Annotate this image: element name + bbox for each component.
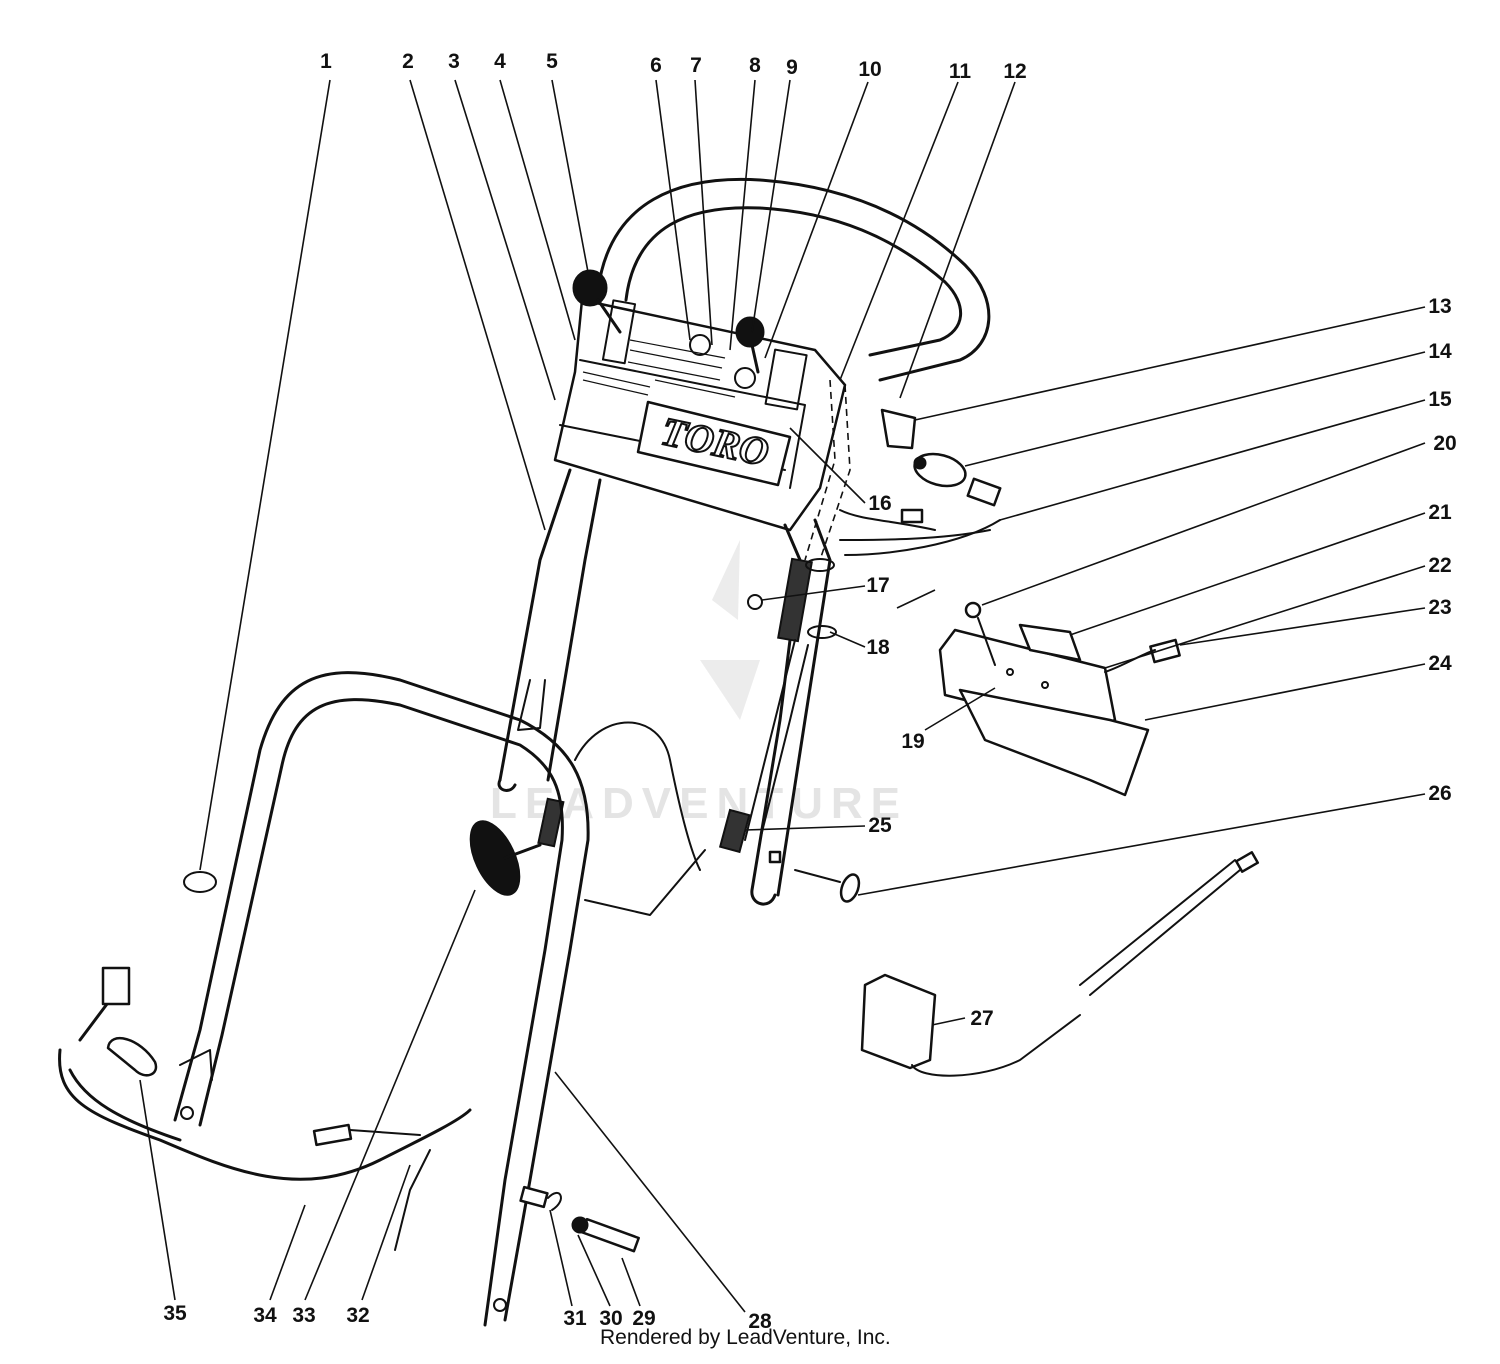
callout-numbers: 1 2 3 4 5 6 7 8 9 10 11 12 13 14 15 16 1… (163, 50, 1456, 1333)
callout-13: 13 (1428, 295, 1451, 318)
callout-33: 33 (292, 1304, 315, 1327)
callout-30: 30 (599, 1307, 622, 1330)
control-panel: TORO (553, 298, 847, 532)
choke-knob (735, 316, 765, 374)
battery-24 (958, 688, 1150, 797)
callout-16: 16 (868, 492, 891, 515)
clamp-1 (183, 871, 217, 893)
clip-35 (106, 1037, 158, 1077)
callout-10: 10 (858, 58, 881, 81)
upper-handle-loop (596, 177, 991, 382)
lower-handle-frame (497, 468, 832, 916)
callout-25: 25 (868, 814, 892, 837)
callout-18: 18 (866, 636, 890, 659)
callout-8: 8 (749, 54, 761, 77)
ties-18 (805, 558, 837, 639)
callout-32: 32 (346, 1304, 369, 1327)
callout-24: 24 (1428, 652, 1452, 675)
handle-knob (469, 820, 542, 896)
callout-6: 6 (650, 54, 662, 77)
bracket-13 (880, 408, 917, 450)
charger-27 (860, 851, 1260, 1077)
callout-19: 19 (901, 730, 924, 753)
connector-16 (900, 508, 924, 524)
callout-5: 5 (546, 50, 558, 73)
callout-20: 20 (1433, 432, 1456, 455)
callout-12: 12 (1003, 60, 1026, 83)
pin-parts (519, 1185, 640, 1253)
callout-14: 14 (1428, 340, 1452, 363)
callout-28: 28 (748, 1310, 772, 1333)
callout-34: 34 (253, 1304, 277, 1327)
wire-harness (804, 379, 1001, 561)
connector-15 (966, 477, 1002, 507)
callout-4: 4 (494, 50, 506, 73)
callout-3: 3 (448, 50, 460, 73)
screw-17 (747, 594, 763, 610)
callout-31: 31 (563, 1307, 587, 1330)
callout-27: 27 (970, 1007, 993, 1030)
switch-14 (913, 452, 967, 488)
render-credit: Rendered by LeadVenture, Inc. (600, 1326, 891, 1349)
bottom-handle (173, 671, 590, 1327)
throttle-knob (572, 269, 622, 334)
callout-9: 9 (786, 56, 798, 79)
callout-21: 21 (1428, 501, 1452, 524)
lower-cable (58, 966, 472, 1181)
callout-2: 2 (402, 50, 414, 73)
callout-35: 35 (163, 1302, 187, 1325)
callout-11: 11 (949, 60, 972, 83)
plug-32 (312, 1123, 431, 1251)
callout-7: 7 (690, 54, 702, 77)
callout-17: 17 (866, 574, 889, 597)
callout-15: 15 (1428, 388, 1452, 411)
callout-29: 29 (632, 1307, 655, 1330)
callout-1: 1 (320, 50, 332, 73)
callout-22: 22 (1428, 554, 1451, 577)
watermark: LEADVENTURE (490, 540, 900, 828)
bolt-26 (794, 869, 861, 903)
spring-cable (537, 557, 813, 854)
callout-23: 23 (1428, 596, 1451, 619)
callout-26: 26 (1428, 782, 1451, 805)
callout-leaders (139, 79, 1426, 1313)
toro-decal (636, 400, 792, 487)
